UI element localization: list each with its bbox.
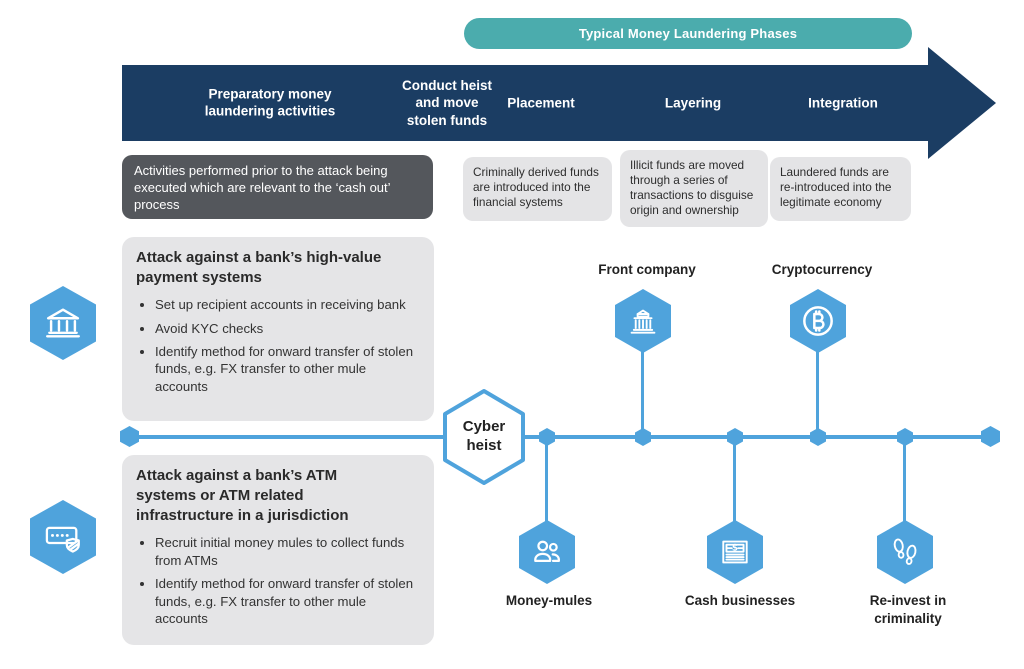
timeline-start-node: [120, 426, 139, 447]
money-mules-hexagon: [519, 520, 575, 584]
branch-front-company: [641, 350, 644, 437]
branch-money-mules: [545, 437, 548, 523]
phase-placement: Placement: [507, 95, 575, 111]
reinvest-hexagon: [877, 520, 933, 584]
phase-conduct-heist: Conduct heist and move stolen funds: [402, 78, 492, 128]
bank-hexagon: [30, 286, 96, 360]
note-preparatory: Activities performed prior to the attack…: [122, 155, 433, 219]
branch-cash-businesses: [733, 437, 736, 523]
attack-box-title: Attack against a bank’s high-value payme…: [136, 249, 382, 287]
money-mules-label: Money-mules: [505, 593, 593, 608]
bitcoin-icon: [803, 306, 833, 336]
phase-arrow-head: [928, 47, 996, 159]
note-integration: Laundered funds are re-introduced into t…: [770, 157, 911, 221]
junction-cryptocurrency: [810, 428, 826, 446]
branch-cryptocurrency: [816, 350, 819, 437]
atm-card-hexagon: [30, 500, 96, 574]
bank-icon: [46, 308, 80, 338]
card-pin-shield-icon: [45, 526, 80, 553]
attack-box-bullet-list: Recruit initial money mules to collect f…: [136, 534, 420, 627]
phase-integration: Integration: [808, 95, 878, 111]
junction-front-company: [635, 428, 651, 446]
bullet-item: Set up recipient accounts in receiving b…: [155, 296, 420, 313]
banner-title: Typical Money Laundering Phases: [464, 18, 912, 49]
junction-reinvest: [897, 428, 913, 446]
cryptocurrency-label: Cryptocurrency: [771, 262, 873, 277]
money-mules-people-icon: [534, 540, 560, 562]
branch-reinvest: [903, 437, 906, 523]
cryptocurrency-hexagon: [790, 289, 846, 353]
junction-money-mules: [539, 428, 555, 446]
attack-box-high-value: Attack against a bank’s high-value payme…: [122, 237, 434, 421]
phase-layering: Layering: [664, 95, 722, 111]
front-company-hexagon: [615, 289, 671, 353]
footprints-icon: [893, 538, 917, 565]
bullet-item: Avoid KYC checks: [155, 320, 420, 337]
note-placement: Criminally derived funds are introduced …: [463, 157, 612, 221]
attack-box-title: Attack against a bank’s ATM systems or A…: [136, 467, 349, 525]
phase-preparatory: Preparatory money laundering activities: [204, 86, 336, 119]
attack-box-bullet-list: Set up recipient accounts in receiving b…: [136, 296, 420, 395]
reinvest-label: Re-invest in criminality: [869, 593, 947, 626]
bullet-item: Identify method for onward transfer of s…: [155, 575, 420, 627]
timeline-line: [129, 435, 990, 439]
attack-box-atm: Attack against a bank’s ATM systems or A…: [122, 455, 434, 645]
cash-document-icon: $: [722, 540, 748, 564]
bullet-item: Identify method for onward transfer of s…: [155, 343, 420, 395]
cash-businesses-label: Cash businesses: [684, 593, 796, 608]
timeline-end-node: [981, 426, 1000, 447]
note-layering: Illicit funds are moved through a series…: [620, 150, 768, 227]
cyber-heist-hexagon: [443, 389, 525, 485]
bullet-item: Recruit initial money mules to collect f…: [155, 534, 420, 569]
svg-text:$: $: [732, 544, 738, 554]
phase-arrow-body: [122, 65, 928, 141]
junction-cash-businesses: [727, 428, 743, 446]
cash-businesses-hexagon: $: [707, 520, 763, 584]
cyber-heist-label: Cyber heist: [462, 418, 506, 454]
front-company-label: Front company: [598, 262, 696, 277]
company-building-icon: [630, 309, 656, 334]
